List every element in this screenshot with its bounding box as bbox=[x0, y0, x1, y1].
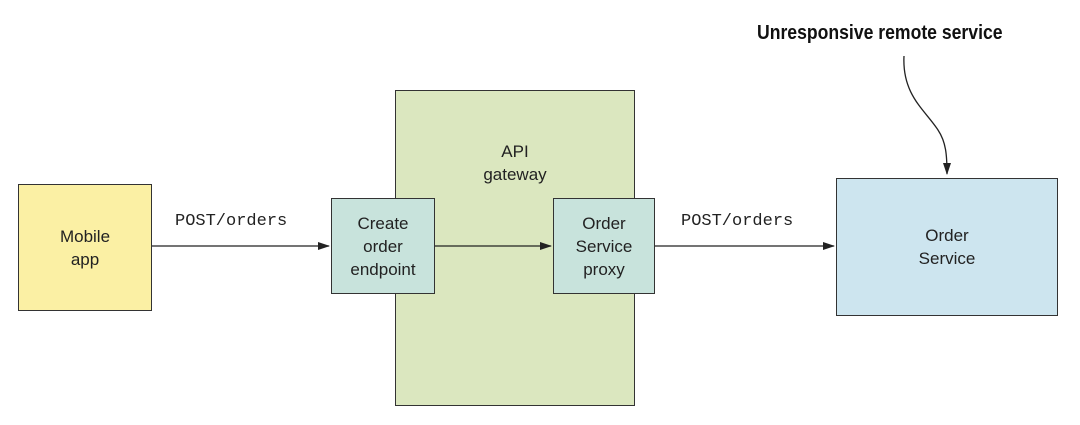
order-service-proxy-label: Order Service proxy bbox=[575, 213, 633, 279]
unresponsive-callout-label: Unresponsive remote service bbox=[757, 22, 1003, 44]
edge-label-post-orders-1: POST/orders bbox=[175, 212, 288, 231]
mobile-app-box: Mobile app bbox=[18, 184, 152, 311]
create-order-endpoint-box: Create order endpoint bbox=[331, 198, 435, 294]
order-service-label: Order Service bbox=[918, 226, 976, 268]
create-order-endpoint-label: Create order endpoint bbox=[350, 213, 416, 279]
arrow-callout-pointer bbox=[903, 55, 951, 175]
api-gateway-label: API gateway bbox=[483, 142, 547, 184]
order-service-box: Order Service bbox=[836, 178, 1058, 316]
mobile-app-label: Mobile app bbox=[59, 226, 111, 269]
order-service-proxy-box: Order Service proxy bbox=[553, 198, 655, 294]
edge-label-post-orders-2: POST/orders bbox=[681, 212, 794, 231]
